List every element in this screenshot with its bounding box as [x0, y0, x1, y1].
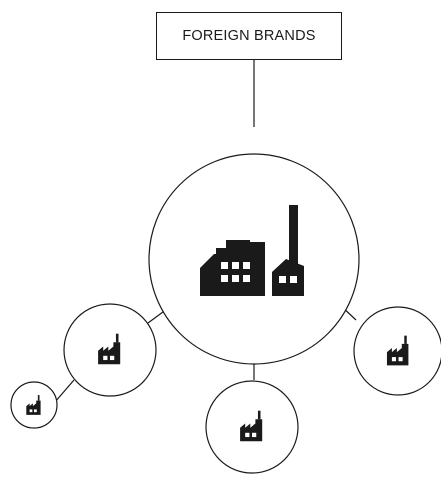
central-factory-node — [148, 153, 360, 365]
foreign-brands-label: FOREIGN BRANDS — [182, 28, 316, 44]
right-node-circle — [353, 306, 441, 396]
left-factory-node — [63, 303, 157, 397]
right-factory-node — [353, 306, 441, 396]
connector-left-to-small — [54, 379, 75, 403]
small-factory-node — [10, 381, 58, 429]
factory-icon — [200, 205, 304, 296]
foreign-brands-box: FOREIGN BRANDS — [156, 12, 342, 60]
bottom-factory-node — [205, 380, 299, 474]
small-node-circle — [10, 381, 58, 429]
